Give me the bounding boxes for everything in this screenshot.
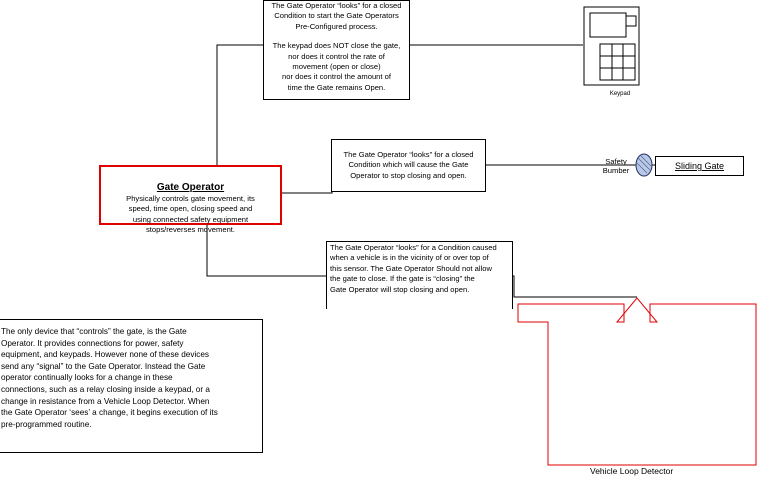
explanation-line: operator continually looks for a change … (1, 373, 173, 383)
gate-operator-line: Physically controls gate movement, its (126, 194, 255, 203)
safety-condition-line: Condition which will cause the Gate (348, 160, 469, 170)
vehicle-condition-line: the gate to close. If the gate is “closi… (330, 274, 475, 284)
gate-operator-line: stops/reverses movement. (145, 225, 236, 235)
vehicle-condition-line: The Gate Operator “looks” for a Conditio… (330, 243, 497, 252)
explanation-line: the Gate Operator ‘sees’ a change, it be… (1, 408, 218, 418)
keypad-condition-line: Condition to start the Gate Operators (274, 11, 399, 21)
safety-condition-line: The Gate Operator “looks” for a closed (343, 150, 474, 159)
vehicle-condition-line: this sensor. The Gate Operator Should no… (330, 263, 492, 273)
keypad-icon (583, 6, 640, 86)
gate-operator-title: Gate Operator (156, 182, 225, 193)
keypad-label: Keypad (609, 91, 631, 97)
sliding-gate-box: Sliding Gate (655, 156, 744, 176)
safety-condition-line: Operator to stop closing and open. (350, 170, 467, 180)
safety-bumper-icon (635, 153, 653, 177)
safety-bumber-line: Safety (605, 157, 627, 166)
keypad-condition-line: nor does it control the amount of (282, 72, 391, 82)
keypad-condition-line: Pre-Configured process. (295, 21, 378, 31)
explanation-line: send any “signal” to the Gate Operator. … (1, 361, 206, 371)
explanation-line: The only device that “controls” the gate… (1, 327, 187, 336)
gate-operator-line: speed, time open, closing speed and (128, 204, 253, 214)
explanation-line: pre-programmed routine. (1, 419, 92, 429)
vehicle-loop-detector-label: Vehicle Loop Detector (590, 466, 674, 476)
explanation-line: connections, such as a relay closing ins… (1, 384, 210, 394)
explanation-line: change in resistance from a Vehicle Loop… (1, 396, 210, 406)
gate-operator-box: Gate Operator Physically controls gate m… (99, 165, 282, 234)
safety-condition-box: The Gate Operator “looks” for a closed C… (331, 139, 486, 192)
vehicle-condition-line: Gate Operator will stop closing and open… (330, 284, 470, 294)
keypad-condition-line: movement (open or close) (292, 62, 381, 72)
keypad-condition-line: time the Gate remains Open. (287, 82, 386, 92)
keypad-condition-line: The Gate Operator “looks” for a closed (271, 1, 402, 10)
gate-operator-line: using connected safety equipment (132, 214, 249, 224)
connector-operator-to-keypad (216, 44, 583, 166)
keypad-condition-line: The keypad does NOT close the gate, (272, 41, 401, 51)
keypad-condition-line: nor does it control the rate of (288, 51, 385, 61)
sliding-gate-label: Sliding Gate (674, 161, 725, 171)
safety-bumber-line: Bumber (602, 166, 630, 175)
keypad-condition-box: The Gate Operator “looks” for a closed C… (263, 0, 410, 100)
vehicle-condition-line: when a vehicle is in the vicinity of or … (330, 253, 489, 263)
safety-bumber-label: Safety Bumber (598, 157, 634, 175)
explanation-line: Operator. It provides connections for po… (1, 338, 184, 348)
explanation-line: equipment, and keypads. However none of … (1, 350, 210, 360)
explanation-box: The only device that “controls” the gate… (0, 319, 263, 453)
vehicle-loop-outline (517, 297, 757, 466)
connector-operator-to-loop (206, 224, 637, 298)
vehicle-condition-box: The Gate Operator “looks” for a Conditio… (326, 241, 513, 309)
